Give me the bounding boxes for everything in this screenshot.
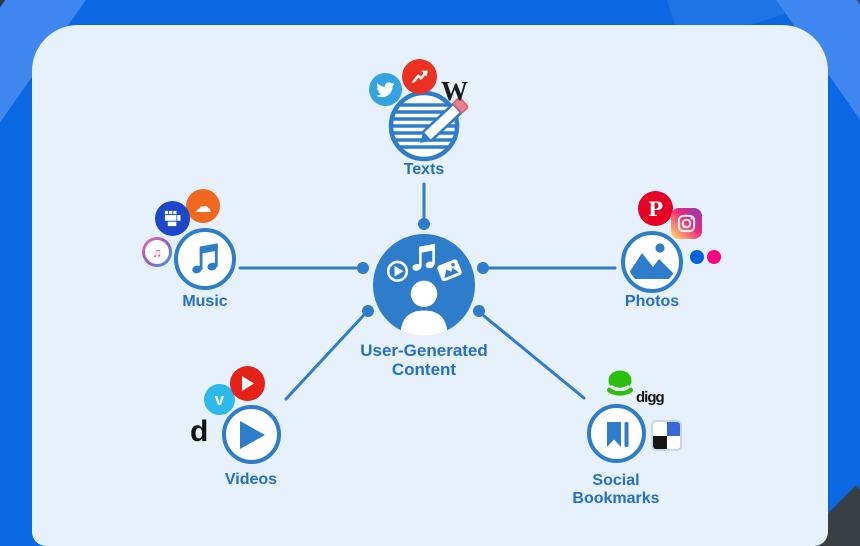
soundcloud-icon: ☁ <box>186 189 220 223</box>
music-node-icon <box>174 228 236 290</box>
videos-node-icon <box>222 405 281 464</box>
delicious-icon <box>651 420 682 451</box>
pencil-icon <box>420 97 469 143</box>
delicious-quadrant <box>666 435 680 449</box>
pinterest-p-glyph: P <box>647 196 664 221</box>
buzzfeed-icon <box>402 59 437 94</box>
pixel-fist-icon <box>155 201 190 236</box>
music-note-icon <box>192 243 218 274</box>
vimeo-v-glyph: v <box>214 389 225 409</box>
twitter-icon <box>369 73 402 106</box>
play-icon <box>239 420 265 449</box>
center-node <box>373 234 475 341</box>
flickr-dots-icon <box>690 250 721 264</box>
youtube-icon <box>230 366 265 401</box>
bookmarks-node-icon <box>587 404 646 463</box>
itunes-note-glyph: ♫ <box>152 244 162 260</box>
flickr-pink-dot <box>707 250 721 264</box>
digg-icon: digg <box>636 389 665 406</box>
wikipedia-icon: W <box>441 76 468 106</box>
videos-label: Videos <box>224 471 278 488</box>
flickr-blue-dot <box>690 250 704 264</box>
delicious-quadrant <box>666 422 680 436</box>
photos-node-icon <box>621 231 683 293</box>
delicious-quadrant <box>653 422 667 436</box>
cloud-glyph: ☁ <box>194 196 212 216</box>
music-label: Music <box>182 293 228 310</box>
dailymotion-icon: d <box>190 415 209 448</box>
play-icon <box>386 260 409 282</box>
texts-label: Texts <box>403 161 445 178</box>
center-label: User-Generated Content <box>360 341 488 379</box>
bookmarks-label: Social Bookmarks <box>572 472 660 507</box>
landscape-icon <box>628 243 676 279</box>
delicious-quadrant <box>653 435 667 449</box>
green-user-icon <box>604 370 636 405</box>
user-generated-content-icon <box>373 234 475 336</box>
photo-icon <box>437 259 462 282</box>
bookmark-icon <box>606 421 628 447</box>
pinterest-icon: P <box>638 191 673 226</box>
instagram-icon <box>671 208 702 239</box>
photos-label: Photos <box>624 293 680 310</box>
person-icon <box>400 280 448 336</box>
itunes-icon: ♫ <box>142 237 172 267</box>
music-note-icon <box>412 243 435 271</box>
vimeo-icon: v <box>204 384 235 415</box>
